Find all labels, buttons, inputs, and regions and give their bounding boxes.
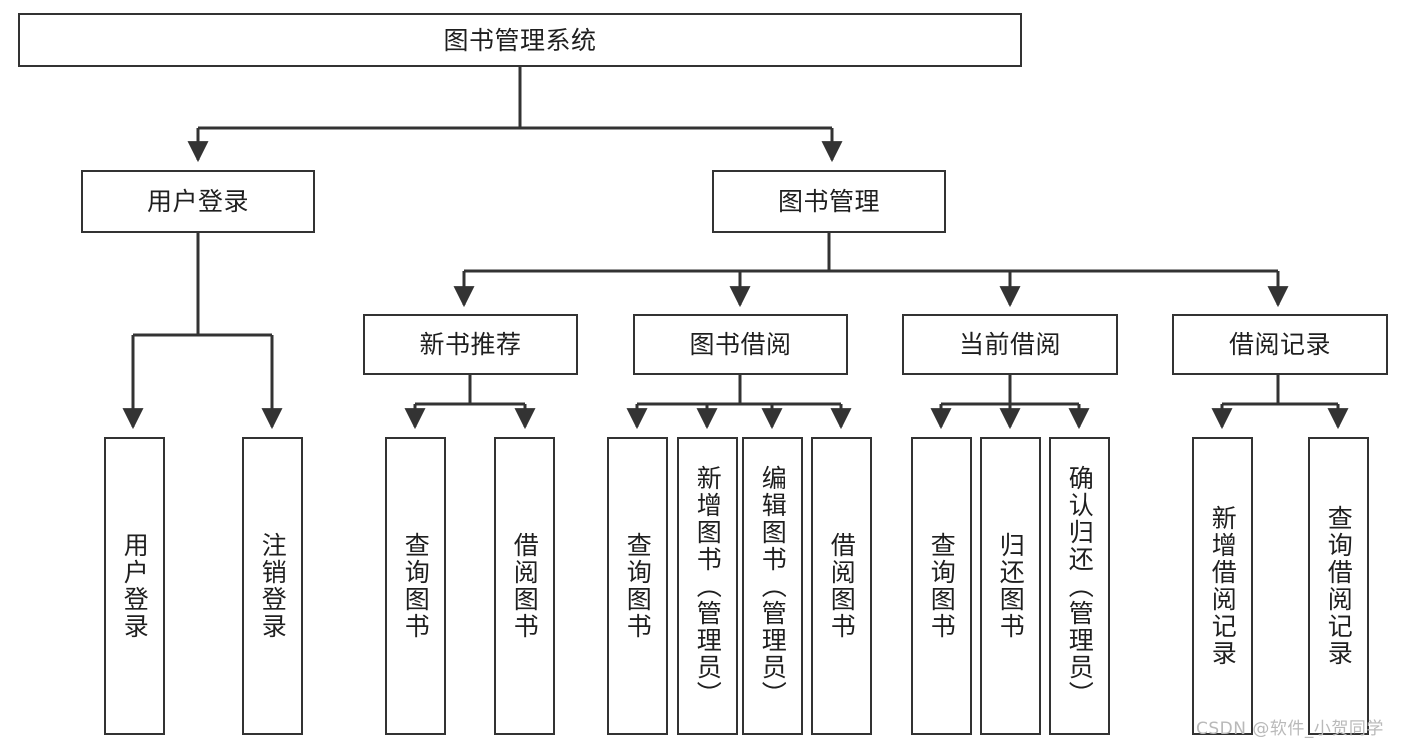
leaf-query-record[interactable]: 查询借阅记录: [1308, 437, 1369, 735]
leaf-user-login[interactable]: 用户登录: [104, 437, 165, 735]
leaf-borrow-book-2[interactable]: 借阅图书: [811, 437, 872, 735]
node-current-borrow[interactable]: 当前借阅: [902, 314, 1118, 375]
leaf-query-book-1[interactable]: 查询图书: [385, 437, 446, 735]
node-new-book-rec-label: 新书推荐: [419, 330, 522, 359]
leaf-query-record-label: 查询借阅记录: [1324, 505, 1354, 667]
leaf-query-book-2[interactable]: 查询图书: [607, 437, 668, 735]
leaf-query-book-3-label: 查询图书: [927, 532, 957, 640]
watermark-text: CSDN @软件_小贺同学: [1196, 719, 1384, 739]
node-user-login-label: 用户登录: [146, 187, 249, 216]
node-new-book-rec[interactable]: 新书推荐: [363, 314, 578, 375]
node-book-manage-label: 图书管理: [777, 187, 880, 216]
leaf-confirm-return-label: 确认归还（管理员）: [1065, 464, 1095, 708]
leaf-add-book-label: 新增图书（管理员）: [693, 464, 723, 708]
leaf-user-login-label: 用户登录: [120, 532, 150, 640]
leaf-return-book[interactable]: 归还图书: [980, 437, 1041, 735]
node-borrow-record-label: 借阅记录: [1228, 330, 1331, 359]
leaf-query-book-1-label: 查询图书: [401, 532, 431, 640]
leaf-confirm-return[interactable]: 确认归还（管理员）: [1049, 437, 1110, 735]
leaf-borrow-book-1-label: 借阅图书: [510, 532, 540, 640]
node-user-login[interactable]: 用户登录: [81, 170, 315, 233]
node-root[interactable]: 图书管理系统: [18, 13, 1022, 67]
leaf-logout[interactable]: 注销登录: [242, 437, 303, 735]
leaf-edit-book[interactable]: 编辑图书（管理员）: [742, 437, 803, 735]
leaf-add-book[interactable]: 新增图书（管理员）: [677, 437, 738, 735]
leaf-query-book-3[interactable]: 查询图书: [911, 437, 972, 735]
leaf-borrow-book-2-label: 借阅图书: [827, 532, 857, 640]
leaf-edit-book-label: 编辑图书（管理员）: [758, 464, 788, 708]
leaf-add-record-label: 新增借阅记录: [1208, 505, 1238, 667]
node-root-label: 图书管理系统: [443, 25, 597, 55]
leaf-logout-label: 注销登录: [258, 532, 288, 640]
node-book-borrow-label: 图书借阅: [689, 330, 792, 359]
leaf-add-record[interactable]: 新增借阅记录: [1192, 437, 1253, 735]
leaf-borrow-book-1[interactable]: 借阅图书: [494, 437, 555, 735]
node-book-borrow[interactable]: 图书借阅: [633, 314, 848, 375]
leaf-return-book-label: 归还图书: [996, 532, 1026, 640]
node-book-manage[interactable]: 图书管理: [712, 170, 946, 233]
leaf-query-book-2-label: 查询图书: [623, 532, 653, 640]
node-current-borrow-label: 当前借阅: [958, 330, 1061, 359]
node-borrow-record[interactable]: 借阅记录: [1172, 314, 1388, 375]
